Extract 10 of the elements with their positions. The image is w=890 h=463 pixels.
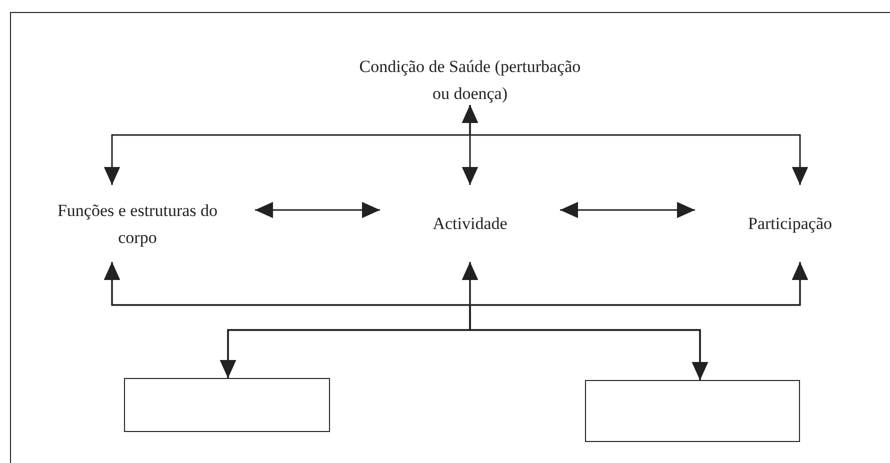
arrow — [462, 105, 808, 185]
empty-box — [124, 378, 330, 432]
arrow — [560, 202, 695, 218]
empty-box — [585, 380, 800, 442]
node-label: Condição de Saúde (perturbação ou doença) — [358, 56, 582, 105]
node-label: Participação — [748, 213, 832, 235]
node-label: Funções e estruturas do corpo — [56, 200, 219, 249]
arrow — [469, 262, 808, 380]
arrow — [255, 202, 380, 218]
node-label: Actividade — [432, 213, 508, 235]
